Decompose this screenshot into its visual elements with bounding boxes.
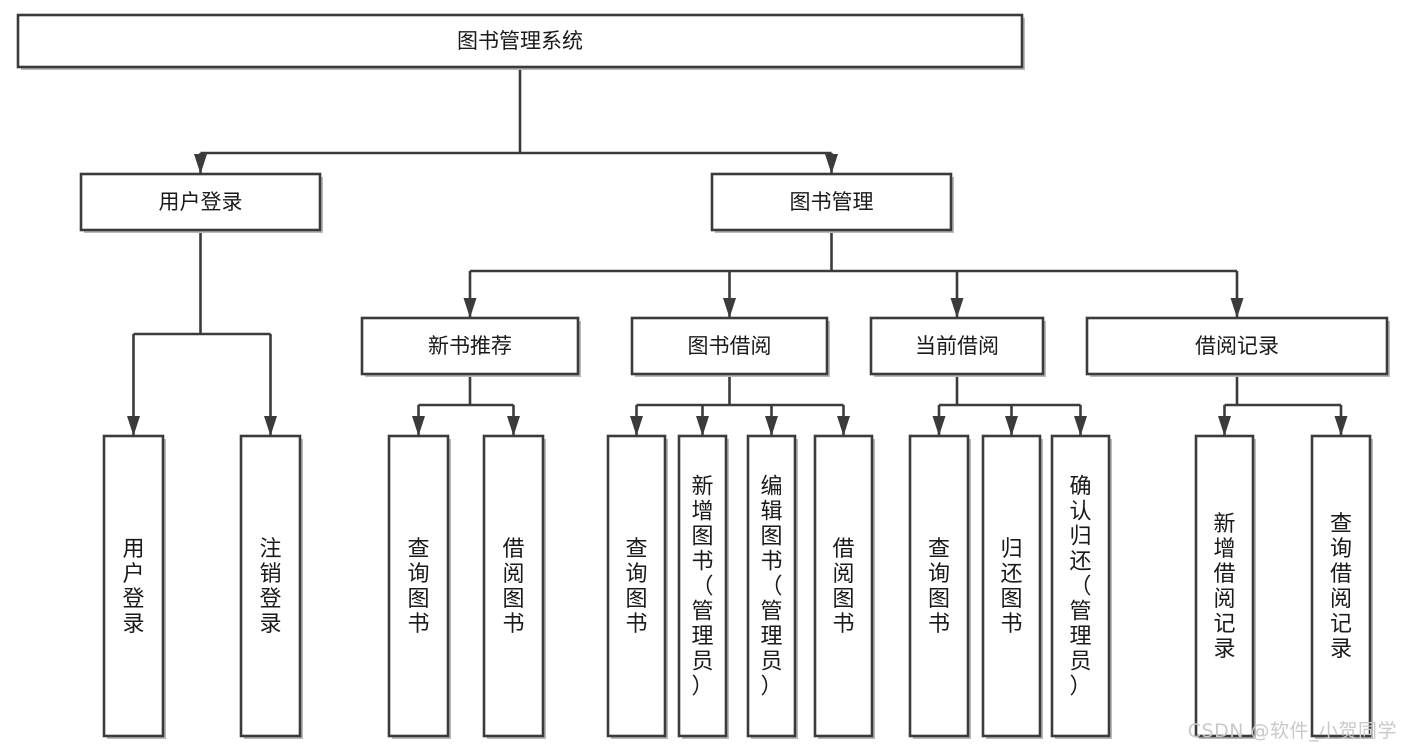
node-leaf-query-book-rec[interactable]: 查询图书 <box>387 434 451 739</box>
node-label: 查询图书 <box>928 537 950 637</box>
node-label: 当前借阅 <box>915 334 999 358</box>
node-label: 新增借阅记录 <box>1213 512 1235 662</box>
arrow-head-icon <box>825 154 838 174</box>
node-current-borrow[interactable]: 当前借阅 <box>869 316 1046 377</box>
node-rect[interactable] <box>102 434 165 738</box>
node-rect[interactable] <box>746 434 797 738</box>
node-label: 归还图书 <box>1000 537 1022 637</box>
arrow-head-icon <box>507 416 520 436</box>
node-rect[interactable] <box>1194 434 1255 738</box>
node-rect[interactable] <box>677 434 728 738</box>
node-new-book-rec[interactable]: 新书推荐 <box>360 316 581 377</box>
node-label: 用户登录 <box>159 190 243 214</box>
node-rect[interactable] <box>981 434 1042 738</box>
node-leaf-add-book[interactable]: 新增图书（管理员） <box>677 434 729 739</box>
node-leaf-logout[interactable]: 注销登录 <box>239 434 303 739</box>
connector-layer <box>127 67 1348 436</box>
node-leaf-query-record[interactable]: 查询借阅记录 <box>1310 434 1373 739</box>
node-rect[interactable] <box>16 13 1024 69</box>
node-leaf-query-book-2[interactable]: 查询图书 <box>606 434 668 739</box>
node-layer: 图书管理系统用户登录图书管理新书推荐图书借阅当前借阅借阅记录用户登录注销登录查询… <box>16 13 1390 739</box>
node-leaf-add-record[interactable]: 新增借阅记录 <box>1194 434 1256 739</box>
node-label: 确认归还（管理员） <box>1069 475 1091 700</box>
node-leaf-borrow-book-rec[interactable]: 借阅图书 <box>482 434 546 739</box>
arrow-head-icon <box>932 416 946 436</box>
node-label: 图书管理 <box>790 190 874 214</box>
arrow-head-icon <box>950 298 964 318</box>
arrow-head-icon <box>1005 416 1018 436</box>
node-rect[interactable] <box>813 434 874 738</box>
node-leaf-user-login[interactable]: 用户登录 <box>102 434 166 739</box>
arrow-head-icon <box>194 154 207 174</box>
arrow-head-icon <box>1334 416 1348 436</box>
node-label: 编辑图书（管理员） <box>760 475 782 700</box>
node-rect[interactable] <box>1310 434 1372 738</box>
node-label: 新书推荐 <box>428 334 512 358</box>
node-rect[interactable] <box>360 316 580 376</box>
watermark-label: CSDN @软件_小贺同学 <box>1187 720 1397 742</box>
node-label: 用户登录 <box>122 537 144 637</box>
node-rect[interactable] <box>908 434 970 738</box>
arrow-head-icon <box>1074 416 1087 436</box>
arrow-head-icon <box>463 298 477 318</box>
node-rect[interactable] <box>710 172 953 232</box>
node-leaf-edit-book[interactable]: 编辑图书（管理员） <box>746 434 798 739</box>
arrow-head-icon <box>264 416 277 436</box>
node-label: 图书管理系统 <box>457 29 583 53</box>
arrow-head-icon <box>1230 298 1244 318</box>
arrow-head-icon <box>412 416 425 436</box>
node-leaf-confirm-return[interactable]: 确认归还（管理员） <box>1050 434 1112 739</box>
node-rect[interactable] <box>1085 316 1389 376</box>
arrow-head-icon <box>723 298 736 318</box>
node-label: 注销登录 <box>259 537 281 637</box>
node-label: 查询图书 <box>625 537 647 637</box>
node-book-manage[interactable]: 图书管理 <box>710 172 954 233</box>
node-rect[interactable] <box>869 316 1045 376</box>
node-rect[interactable] <box>606 434 667 738</box>
node-book-borrow[interactable]: 图书借阅 <box>630 316 830 377</box>
arrow-head-icon <box>127 416 140 436</box>
arrow-head-icon <box>630 416 643 436</box>
node-label: 查询图书 <box>407 537 429 637</box>
node-label: 查询借阅记录 <box>1330 512 1352 662</box>
node-borrow-record[interactable]: 借阅记录 <box>1085 316 1390 377</box>
node-label: 借阅图书 <box>832 537 854 637</box>
node-rect[interactable] <box>79 172 322 232</box>
node-label: 借阅记录 <box>1195 334 1279 358</box>
node-rect[interactable] <box>387 434 450 738</box>
node-user-login[interactable]: 用户登录 <box>79 172 323 233</box>
arrow-head-icon <box>837 416 850 436</box>
arrow-head-icon <box>696 416 709 436</box>
node-label: 图书借阅 <box>688 334 772 358</box>
arrow-head-icon <box>765 416 778 436</box>
node-rect[interactable] <box>239 434 302 738</box>
node-rect[interactable] <box>630 316 829 376</box>
node-rect[interactable] <box>1050 434 1111 738</box>
node-label: 借阅图书 <box>502 537 524 637</box>
arrow-head-icon <box>1218 416 1231 436</box>
node-leaf-return-book[interactable]: 归还图书 <box>981 434 1043 739</box>
node-rect[interactable] <box>482 434 545 738</box>
node-leaf-query-book-3[interactable]: 查询图书 <box>908 434 971 739</box>
node-label: 新增图书（管理员） <box>691 475 713 700</box>
node-leaf-borrow-book-2[interactable]: 借阅图书 <box>813 434 875 739</box>
node-root[interactable]: 图书管理系统 <box>16 13 1025 70</box>
